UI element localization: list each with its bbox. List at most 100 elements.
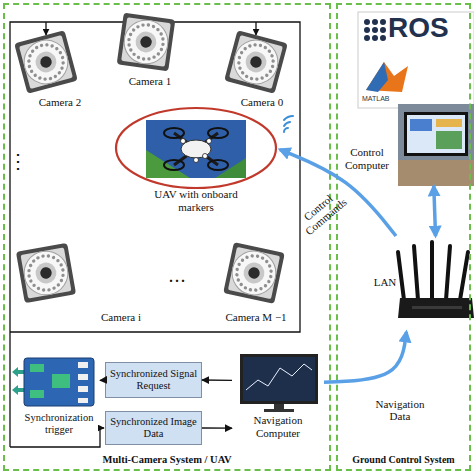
camera-led	[35, 46, 39, 50]
screen-plot	[246, 364, 312, 390]
screen-window	[436, 131, 462, 149]
camera-led	[59, 279, 63, 283]
camera-led	[127, 43, 131, 47]
camera-symbol	[14, 30, 78, 94]
camera-node: Camera 0	[220, 32, 306, 112]
wifi-symbol	[284, 116, 293, 132]
edge-label: Navigation Data	[368, 398, 432, 422]
computer-photo	[398, 104, 474, 186]
camera-led	[239, 282, 243, 286]
camera-symbol	[16, 243, 76, 303]
camera-node: Camera i	[16, 243, 156, 329]
camera-led	[152, 55, 156, 59]
wifi-symbol-part	[284, 116, 293, 120]
camera-led	[236, 278, 240, 282]
camera-led	[53, 74, 57, 78]
router-antenna	[398, 242, 468, 300]
camera-led	[58, 51, 62, 55]
camera-led	[27, 274, 31, 278]
ros-logo-part	[364, 35, 370, 41]
onboard-marker-part	[181, 139, 186, 144]
camera-led	[129, 33, 133, 37]
connector-arrow	[202, 427, 232, 429]
camera-led	[271, 59, 275, 63]
camera-led	[267, 280, 271, 284]
camera-led	[127, 38, 131, 42]
camera-led	[235, 273, 239, 277]
camera-led	[56, 283, 60, 287]
camera-symbol	[117, 13, 176, 72]
camera-led	[260, 76, 264, 80]
camera-led	[258, 43, 262, 47]
camera-led	[248, 44, 252, 48]
camera-led	[243, 286, 247, 290]
camera-led	[45, 43, 49, 47]
onboard-marker-part	[194, 158, 199, 163]
node-label: LAN	[370, 276, 400, 289]
board-connector-part	[78, 386, 88, 392]
camera-led	[52, 286, 56, 290]
node-label: Camera 2	[20, 96, 100, 109]
camera-led	[46, 254, 50, 258]
camera-led	[142, 57, 146, 61]
router-body	[398, 298, 474, 318]
camera-led	[267, 49, 271, 53]
camera-led	[270, 54, 274, 58]
camera-led	[38, 76, 42, 80]
ros-logo-part	[372, 35, 378, 41]
camera-led	[37, 286, 41, 290]
camera-led	[235, 267, 239, 271]
ros-logo-part	[380, 19, 386, 25]
ros-logo-part	[364, 19, 370, 25]
camera-led	[27, 269, 31, 273]
camera-led	[132, 28, 136, 32]
node-label: Camera M −1	[216, 311, 296, 324]
ellipsis-mark: …	[160, 266, 194, 286]
camera-node: Camera 1	[108, 12, 192, 92]
led-ring	[121, 17, 170, 66]
router-body	[412, 306, 462, 309]
camera-led	[263, 284, 267, 288]
camera-housing	[228, 247, 280, 299]
camera-node: Camera M −1	[212, 243, 300, 329]
board-connector-part	[78, 362, 88, 368]
camera-led	[152, 25, 156, 29]
camera-led	[263, 46, 267, 50]
node-label: Camera 1	[110, 75, 190, 88]
camera-led	[61, 268, 65, 272]
camera-led	[245, 74, 249, 78]
camera-lens	[242, 261, 267, 286]
camera-led	[42, 288, 46, 292]
ros-logo-part	[380, 35, 386, 41]
matlab-logo	[366, 62, 388, 92]
camera-lens	[249, 55, 263, 69]
board-connector-part	[78, 374, 88, 380]
camera-led	[241, 71, 245, 75]
board-component-part	[30, 364, 44, 372]
screen-window	[436, 119, 462, 127]
camera-led	[160, 48, 164, 52]
software-screenshot	[358, 12, 474, 108]
camera-led	[31, 49, 35, 53]
matlab-logo	[366, 62, 408, 92]
board-connector-part	[78, 398, 88, 403]
node-label: Camera i	[86, 311, 156, 324]
camera-symbol	[224, 30, 288, 94]
router-antenna-part	[460, 252, 468, 300]
router-antenna-part	[414, 246, 418, 300]
uav-photo	[146, 120, 246, 178]
camera-led	[241, 258, 245, 262]
monitor-frame	[404, 112, 468, 156]
trigger-node: Synchronization trigger	[18, 350, 100, 442]
monitor-screen	[243, 357, 315, 401]
trigger-board	[24, 358, 94, 406]
camera-led	[253, 43, 257, 47]
camera-led	[41, 254, 45, 258]
uav-rotor	[164, 128, 228, 170]
logo-text: MATLAB	[362, 95, 406, 103]
camera-led	[57, 71, 61, 75]
board-connector	[78, 362, 88, 403]
onboard-marker-part	[203, 154, 208, 159]
camera-led	[61, 61, 65, 65]
